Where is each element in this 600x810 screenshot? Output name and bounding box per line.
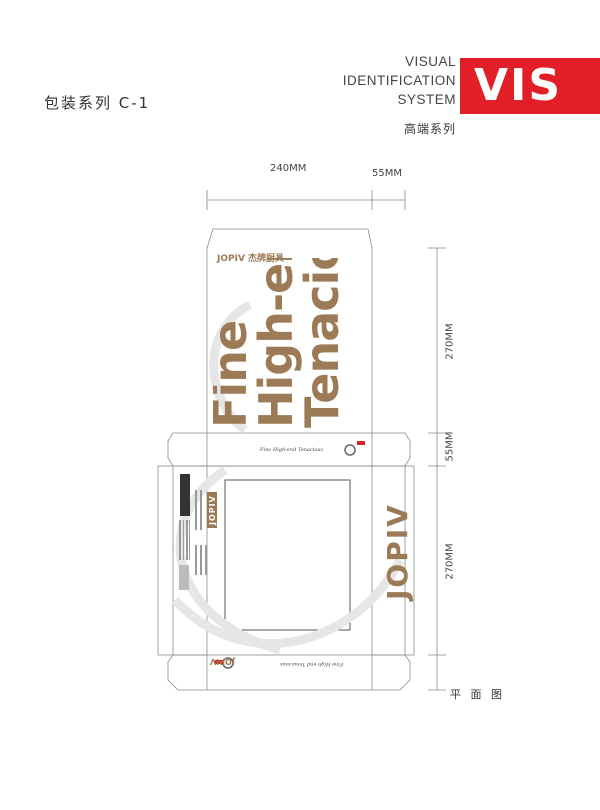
flap-bottom-left xyxy=(167,654,208,691)
vis-subtitle: 高端系列 xyxy=(404,122,457,136)
window-cutout xyxy=(224,479,351,631)
vis-badge: VIS xyxy=(460,58,600,114)
side-small-brand: JOPIV xyxy=(208,495,217,525)
dim-width-label: 240MM xyxy=(270,163,307,174)
page-title: 包装系列 C-1 xyxy=(44,94,151,112)
script-band-bottom: Fine High-end Tenacious xyxy=(280,661,344,667)
side-brand-bar xyxy=(207,492,217,528)
slogan-line-high-end: High-end xyxy=(249,258,303,428)
plan-view-label: 平 面 图 xyxy=(450,688,505,701)
flap-top-right xyxy=(371,432,411,467)
logo-icon-band-bottom xyxy=(215,657,234,669)
slogan-line-fine: Fine xyxy=(213,320,257,428)
brand-logo-bottom: JOPIV xyxy=(210,657,235,666)
vis-title-block: VISUAL IDENTIFICATION SYSTEM xyxy=(328,52,456,109)
vis-line-2: IDENTIFICATION xyxy=(342,73,456,88)
dim-depth-top-label: 55MM xyxy=(372,168,402,179)
brand-logo-top: JOPIV 杰牌厨具 xyxy=(217,254,285,264)
slogan-line-tenacious: Tenacious xyxy=(295,258,349,428)
vis-line-3: SYSTEM xyxy=(397,92,456,107)
logo-icon-band-top xyxy=(344,441,365,456)
vis-line-1: VISUAL xyxy=(404,54,456,69)
flap-bottom-right xyxy=(371,654,411,691)
side-brand-wrapper: JOPIV xyxy=(381,503,414,600)
flap-top-left xyxy=(167,432,208,467)
slogan-area: Fine High-end Tenacious xyxy=(213,258,378,433)
script-band-top: Fine High-end Tenacious xyxy=(260,447,324,453)
barcode-strip xyxy=(179,474,190,590)
side-brand-text: JOPIV xyxy=(381,503,414,600)
info-text-blocks xyxy=(195,490,207,575)
base-panel xyxy=(157,465,415,656)
